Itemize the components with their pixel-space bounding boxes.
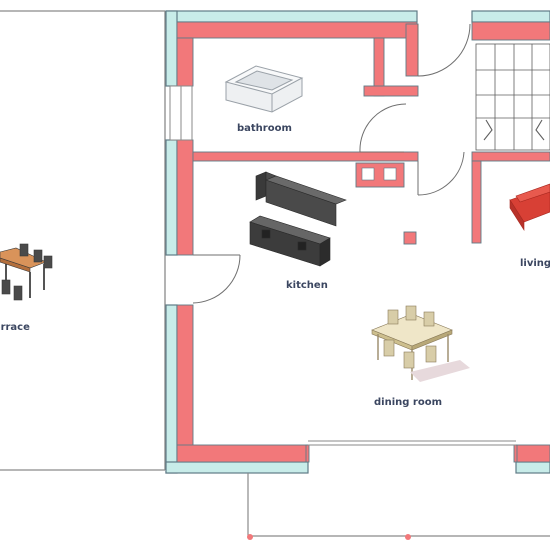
staircase-icon — [475, 43, 550, 151]
dining-table-icon — [371, 305, 470, 382]
kitchen-units-icon — [249, 171, 347, 267]
bathroom-window — [169, 85, 193, 141]
room-label-living: living — [520, 258, 550, 269]
bathtub-icon — [224, 65, 304, 113]
balcony-outline — [247, 473, 550, 537]
room-label-terrace: terrace — [0, 322, 30, 333]
wall-niches — [361, 167, 397, 181]
balcony-posts — [247, 534, 411, 540]
door-swings — [192, 23, 471, 304]
sofa-icon — [509, 183, 550, 232]
outer-wall-band — [165, 10, 550, 474]
dining-glass-door — [308, 440, 516, 446]
room-label-dining: dining room — [374, 397, 442, 408]
room-label-bathroom: bathroom — [237, 123, 292, 134]
terrace-table-icon — [0, 243, 53, 301]
room-label-kitchen: kitchen — [286, 280, 328, 291]
terrace-outline — [0, 10, 166, 471]
